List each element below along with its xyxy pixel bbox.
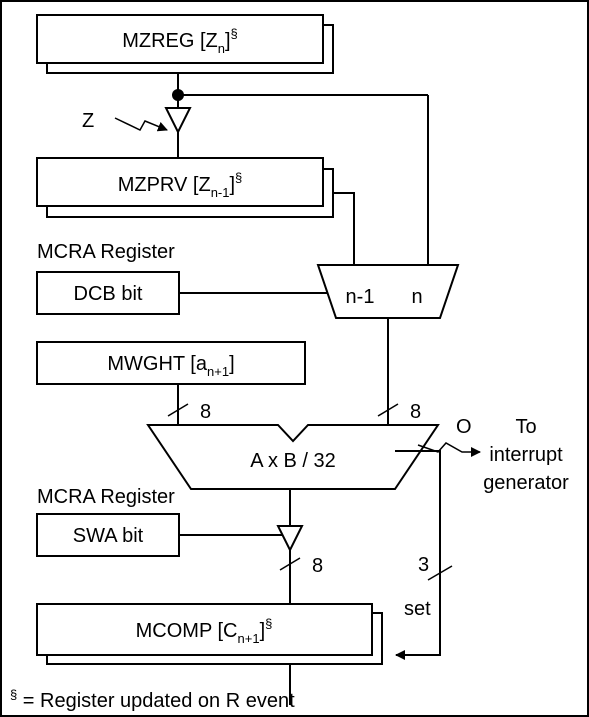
mwght-register [36,341,306,385]
swa-bit-box [36,513,180,557]
interrupt-label-line2: interrupt [489,444,563,466]
mzreg-register: MZREG [Zn]§ [36,14,334,74]
overflow-arrow [417,442,481,457]
z-buffer [164,107,192,135]
mzprv-register: MZPRV [Zn-1]§ [36,157,334,218]
feedback-set-wire [395,450,441,660]
mcra-register-label-top: MCRA Register [37,241,175,263]
interrupt-label-line1: To [515,416,536,438]
bus-slash-a [167,403,189,417]
footnote: § = Register updated on R event [10,687,295,712]
dcb-bit-label: DCB bit [74,283,143,305]
bus-width-b: 8 [410,401,421,423]
bus-slash-feedback [427,565,453,581]
mwght-label: MWGHT [an+1] [107,353,234,379]
mux-input-n: n [411,286,422,308]
mux [316,264,460,319]
zn1-to-mux-wire [333,192,355,265]
mcra-register-label-bottom: MCRA Register [37,486,175,508]
mzreg-label: MZREG [Zn]§ [122,26,238,56]
dcb-bit-box [36,271,180,315]
mux-input-n-1: n-1 [346,286,375,308]
mzprv-label: MZPRV [Zn-1]§ [118,170,243,200]
mcomp-register: MCOMP [Cn+1]§ [36,603,383,665]
interrupt-label-line3: generator [483,472,569,494]
z-signal-label: Z [82,110,94,132]
mcomp-label: MCOMP [Cn+1]§ [136,616,273,646]
swa-buffer [276,525,304,553]
bus-width-feedback: 3 [418,554,429,576]
swa-bit-label: SWA bit [73,525,144,547]
bus-width-output: 8 [312,555,323,577]
bus-slash-b [377,403,399,417]
set-label: set [404,598,431,620]
overflow-signal-label: O [456,416,472,438]
multiplier-label: A x B / 32 [250,450,336,472]
z-event-arrow [114,117,168,132]
bus-slash-output [279,557,301,571]
multiplier [146,424,440,490]
bus-width-a: 8 [200,401,211,423]
